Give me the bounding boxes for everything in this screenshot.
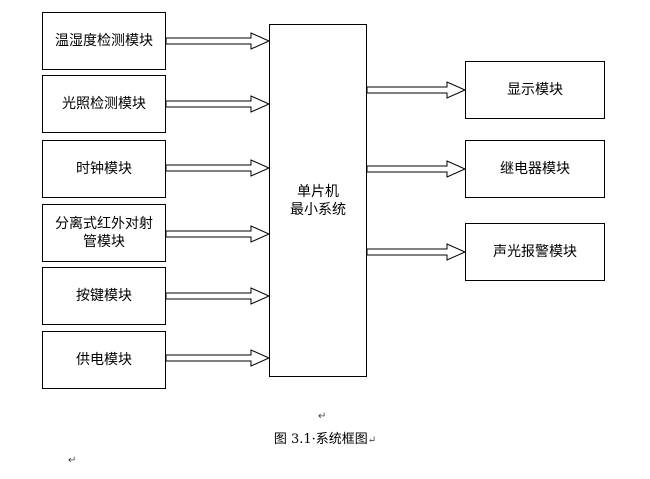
input-arrow-0 <box>165 32 271 50</box>
input-module-label: 温湿度检测模块 <box>55 33 153 49</box>
input-arrow-4 <box>165 287 271 305</box>
input-arrow-5 <box>165 349 271 367</box>
input-module-label: 时钟模块 <box>76 161 132 177</box>
output-module-alarm: 声光报警模块 <box>465 223 605 281</box>
output-module-label: 显示模块 <box>507 82 563 98</box>
figure-caption: 图 3.1·系统框图↵ <box>0 428 650 447</box>
input-module-light: 光照检测模块 <box>42 75 166 133</box>
input-module-label: 按键模块 <box>76 288 132 304</box>
output-arrow-1 <box>366 160 467 178</box>
input-module-temp-humidity: 温湿度检测模块 <box>42 12 166 70</box>
mcu-label-line2: 最小系统 <box>290 201 346 218</box>
input-arrow-2 <box>165 159 271 177</box>
paragraph-mark: ↵ <box>367 435 377 446</box>
output-arrow-2 <box>366 243 467 261</box>
input-module-label: 光照检测模块 <box>62 96 146 112</box>
output-module-display: 显示模块 <box>465 61 605 119</box>
paragraph-mark: ↵ <box>318 411 327 422</box>
input-module-label: 供电模块 <box>76 352 132 368</box>
input-module-ir-beam: 分离式红外对射管模块 <box>42 204 166 262</box>
output-module-label: 继电器模块 <box>500 161 570 177</box>
input-module-clock: 时钟模块 <box>42 140 166 198</box>
input-module-power: 供电模块 <box>42 331 166 389</box>
output-module-relay: 继电器模块 <box>465 140 605 198</box>
input-module-label: 分离式红外对射管模块 <box>55 216 153 250</box>
mcu-label-line1: 单片机 <box>297 183 339 200</box>
input-arrow-1 <box>165 95 271 113</box>
paragraph-mark: ↵ <box>68 455 77 466</box>
figure-caption-text: 图 3.1·系统框图 <box>273 432 368 447</box>
input-module-keys: 按键模块 <box>42 267 166 325</box>
mcu-minimum-system: 单片机 最小系统 <box>269 24 367 377</box>
output-arrow-0 <box>366 81 467 99</box>
input-arrow-3 <box>165 225 271 243</box>
output-module-label: 声光报警模块 <box>493 244 577 260</box>
